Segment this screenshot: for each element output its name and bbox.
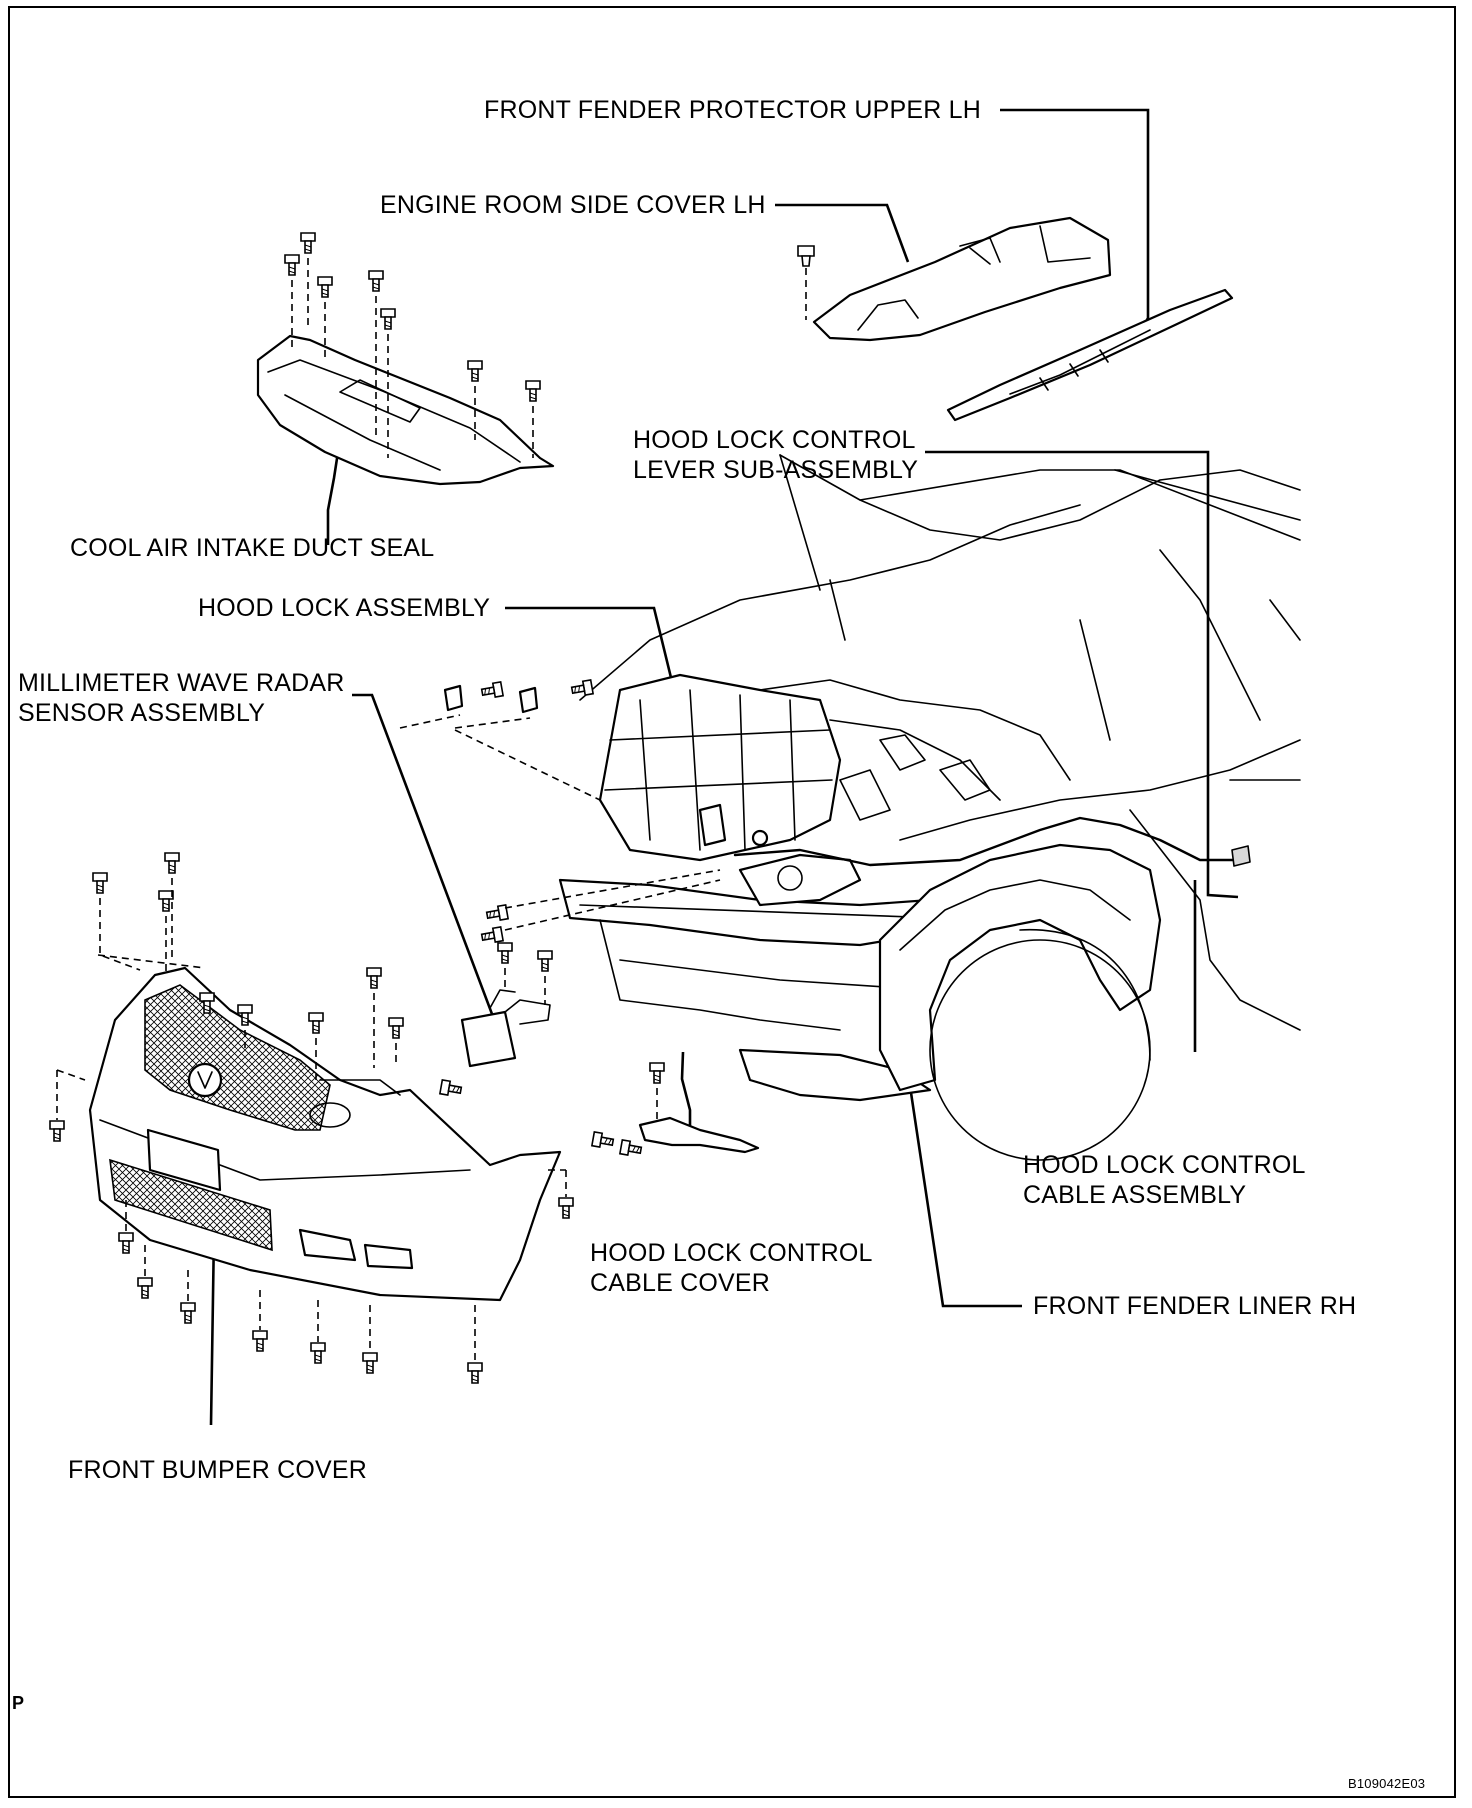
label-engine-room-side-cover-lh: ENGINE ROOM SIDE COVER LH <box>380 191 766 219</box>
label-line: CABLE COVER <box>590 1269 771 1297</box>
label-hood-lock-control-lever-sub-assembly: HOOD LOCK CONTROL LEVER SUB-ASSEMBLY <box>633 425 918 485</box>
label-millimeter-wave-radar-sensor-assembly: MILLIMETER WAVE RADAR SENSOR ASSEMBLY <box>18 668 344 728</box>
label-cool-air-intake-duct-seal: COOL AIR INTAKE DUCT SEAL <box>70 534 435 562</box>
millimeter-wave-radar-sensor-part <box>439 942 553 1098</box>
label-line: LEVER SUB-ASSEMBLY <box>633 456 919 484</box>
label-front-fender-liner-rh: FRONT FENDER LINER RH <box>1033 1292 1357 1320</box>
label-line: HOOD LOCK CONTROL <box>633 426 916 454</box>
front-bumper-cover-part <box>49 852 574 1384</box>
label-line: CABLE ASSEMBLY <box>1023 1181 1247 1209</box>
label-hood-lock-assembly: HOOD LOCK ASSEMBLY <box>198 594 491 622</box>
figure-code: B109042E03 <box>1348 1776 1426 1791</box>
engine-room-side-cover-lh-part <box>797 216 1112 342</box>
label-line: SENSOR ASSEMBLY <box>18 699 266 727</box>
label-hood-lock-control-cable-cover: HOOD LOCK CONTROL CABLE COVER <box>590 1238 873 1298</box>
cool-air-intake-duct-seal-part <box>256 232 555 486</box>
label-hood-lock-control-cable-assembly: HOOD LOCK CONTROL CABLE ASSEMBLY <box>1023 1150 1306 1210</box>
hood-lock-clips <box>399 679 721 945</box>
diagram-frame <box>8 6 1456 1798</box>
vehicle-body-illustration <box>558 454 1301 1161</box>
label-line: MILLIMETER WAVE RADAR <box>18 669 345 697</box>
label-front-bumper-cover: FRONT BUMPER COVER <box>68 1456 367 1484</box>
front-fender-protector-upper-lh-part <box>946 288 1234 422</box>
label-line: HOOD LOCK CONTROL <box>590 1239 873 1267</box>
corner-mark: P <box>12 1693 25 1713</box>
label-line: HOOD LOCK CONTROL <box>1023 1151 1306 1179</box>
hood-lock-control-cable-cover-part <box>591 1062 760 1158</box>
label-front-fender-protector-upper-lh: FRONT FENDER PROTECTOR UPPER LH <box>484 96 981 124</box>
